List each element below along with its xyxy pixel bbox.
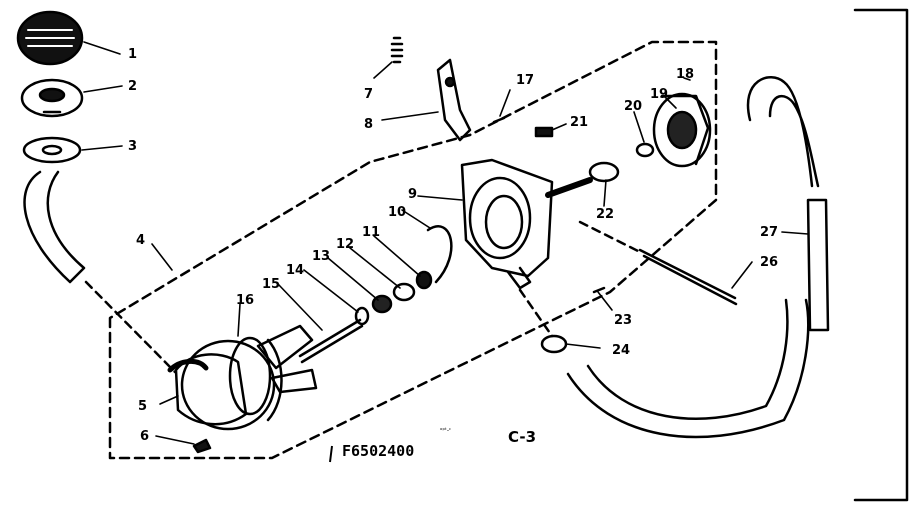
inlet-hose <box>23 170 86 284</box>
pump-body <box>460 158 593 290</box>
screw <box>192 438 212 454</box>
small-screw <box>592 286 606 294</box>
impeller <box>256 324 318 394</box>
key <box>534 126 554 138</box>
pump-housing <box>167 336 283 431</box>
label-12: 12 <box>336 237 354 252</box>
label-18: 18 <box>676 67 694 82</box>
label-24: 24 <box>612 343 630 358</box>
thrust-washer <box>635 142 655 158</box>
drawing-code: F6502400 <box>342 442 414 460</box>
drain-hose <box>566 298 810 439</box>
frame-border <box>853 8 909 502</box>
outlet-hose <box>806 198 830 332</box>
hose-clip <box>540 334 568 354</box>
label-26: 26 <box>760 255 778 270</box>
lever <box>436 58 472 142</box>
label-1: 1 <box>128 47 137 62</box>
part-labels: 1 2 3 4 5 6 7 8 9 10 11 12 13 14 15 16 1… <box>128 47 778 444</box>
clamp-ring <box>426 225 453 284</box>
label-7: 7 <box>364 87 373 102</box>
label-16: 16 <box>236 293 254 308</box>
drain-fitting <box>20 78 84 118</box>
strainer-cap <box>16 10 84 66</box>
seal-14 <box>354 306 370 326</box>
rod <box>638 248 737 300</box>
bushing <box>588 161 620 183</box>
label-27: 27 <box>760 225 778 240</box>
label-17: 17 <box>516 73 534 88</box>
washer <box>22 136 82 164</box>
label-14: 14 <box>286 263 304 278</box>
label-4: 4 <box>136 233 145 248</box>
label-5: 5 <box>138 399 147 414</box>
sheet-label: C-3 <box>508 428 536 446</box>
label-9: 9 <box>408 187 417 202</box>
assembly-outline <box>108 40 718 460</box>
label-21: 21 <box>570 115 588 130</box>
pulley <box>652 92 712 168</box>
spring <box>390 36 404 64</box>
label-23: 23 <box>614 313 632 328</box>
label-20: 20 <box>624 99 642 114</box>
label-22: 22 <box>596 207 614 222</box>
label-2: 2 <box>128 79 137 94</box>
label-19: 19 <box>650 87 668 102</box>
label-6: 6 <box>140 429 149 444</box>
small-mark: ᵒᵖᵗ-ᶜ <box>440 427 451 434</box>
label-11: 11 <box>362 225 380 240</box>
pin <box>492 116 506 124</box>
label-10: 10 <box>388 205 406 220</box>
label-15: 15 <box>262 277 280 292</box>
label-8: 8 <box>364 117 373 132</box>
label-13: 13 <box>312 249 330 264</box>
seal-12 <box>392 282 416 302</box>
pump-shaft <box>298 318 362 358</box>
label-3: 3 <box>128 139 137 154</box>
